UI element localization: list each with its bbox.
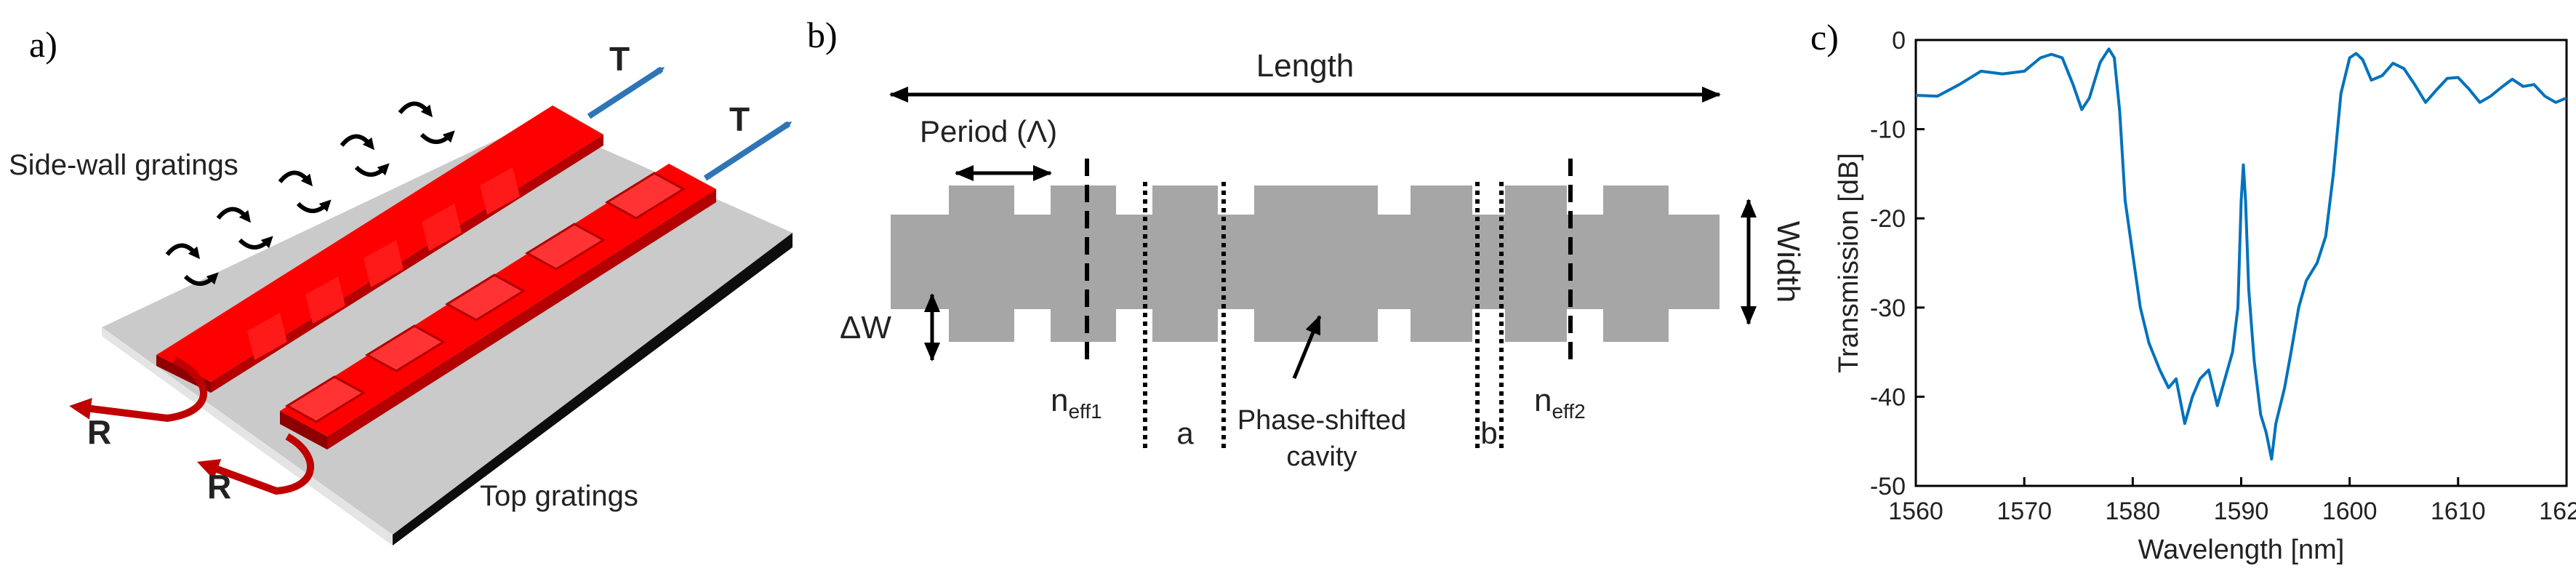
region-boundaries (1143, 182, 1504, 451)
plot-frame (1914, 39, 2568, 487)
side-wall-grating-waveguide (156, 105, 603, 393)
y-tick-label: -10 (1870, 116, 1906, 144)
y-tick-label: -30 (1870, 295, 1906, 322)
transmission-label-1: T (609, 40, 630, 78)
transmission-label-2: T (729, 100, 750, 138)
y-tick-label: -40 (1870, 383, 1906, 411)
substrate-side-face (393, 233, 793, 546)
top-gratings-label: Top gratings (480, 480, 638, 512)
x-tick-label: 1600 (2322, 498, 2378, 525)
x-tick-label: 1570 (1997, 498, 2052, 525)
delta-w-label: ΔW (840, 310, 891, 346)
cavity-pointer-arrow (1292, 315, 1322, 379)
panel-a-label: a) (29, 24, 57, 65)
x-axis-label: Wavelength [nm] (2138, 535, 2345, 565)
x-tick-label: 1580 (2106, 498, 2161, 525)
neff1-label: neff1 (1051, 383, 1102, 423)
panel-c-label: c) (1810, 17, 1839, 57)
y-tick-label: 0 (1892, 27, 1906, 55)
side-wall-gratings-label: Side-wall gratings (9, 149, 238, 181)
transmission-series-line (1915, 47, 2567, 461)
panel-b-label: b) (807, 15, 838, 55)
length-label: Length (1256, 48, 1355, 84)
region-a-label: a (1176, 416, 1194, 450)
substrate-front-edge (102, 327, 393, 546)
transmission-arrow-1 (587, 66, 665, 119)
region-b-label: b (1480, 416, 1497, 450)
width-label: Width (1770, 221, 1806, 303)
panel-a-drawing: a) (9, 24, 793, 546)
y-tick-label: -20 (1870, 205, 1906, 233)
reflection-label-1: R (87, 413, 111, 451)
y-tick-label: -50 (1870, 473, 1906, 500)
cavity-label-line2: cavity (1286, 442, 1357, 472)
cavity-label-line1: Phase-shifted (1237, 405, 1406, 436)
reflection-arrow-1 (69, 356, 207, 423)
reflection-label-2: R (207, 468, 231, 506)
grating-waveguide (891, 185, 1720, 342)
panel-b-drawing: b) Length Period (Λ) (807, 15, 1806, 472)
x-tick-label: 1610 (2431, 498, 2486, 525)
panel-a: a) (0, 0, 814, 579)
period-label: Period (Λ) (920, 114, 1057, 148)
top-grating-waveguide (280, 164, 716, 450)
reflection-arrow-2 (196, 433, 315, 495)
x-tick-label: 1560 (1888, 498, 1943, 525)
y-axis-label: Transmission [dB] (1834, 153, 1864, 373)
neff2-label: neff2 (1534, 383, 1586, 423)
scattering-arrows (165, 101, 455, 286)
panel-b: b) Length Period (Λ) (800, 0, 1832, 579)
x-tick-label: 1590 (2214, 498, 2269, 525)
transmission-arrow-2 (703, 121, 793, 181)
